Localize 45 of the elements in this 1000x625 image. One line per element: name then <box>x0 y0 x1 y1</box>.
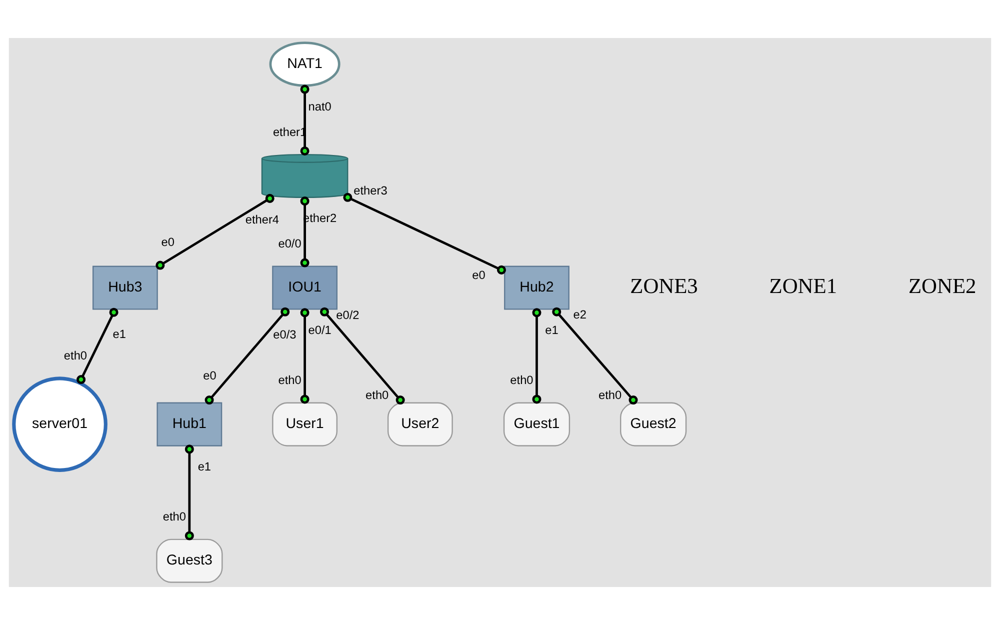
connector <box>300 308 310 404</box>
node-box: Hub2 <box>504 266 570 310</box>
node-box: Hub1 <box>156 402 222 446</box>
label: e0/0 <box>278 236 302 251</box>
label: ZONE1 <box>769 274 838 298</box>
connector <box>532 308 542 404</box>
connector <box>552 307 638 405</box>
label: e0/2 <box>336 308 360 322</box>
label: e0 <box>472 268 486 282</box>
label: eth0 <box>162 510 186 524</box>
node-box: Guest3 <box>156 538 223 583</box>
connector <box>76 308 118 384</box>
node-box: Guest2 <box>620 402 687 446</box>
node-box: IOU1 <box>272 266 338 310</box>
connector <box>156 194 274 270</box>
label: ZONE2 <box>908 274 976 298</box>
label: eth0 <box>366 388 389 402</box>
connector <box>184 444 194 540</box>
label: eth0 <box>510 373 534 388</box>
label: e0 <box>161 235 174 250</box>
node-ellipse: NAT1 <box>269 42 340 87</box>
node-box: Hub3 <box>92 266 158 310</box>
connector <box>204 307 290 405</box>
connector <box>300 84 310 156</box>
node-box: Guest1 <box>503 402 570 446</box>
label: ZONE3 <box>630 274 698 298</box>
label: e1 <box>112 327 126 342</box>
node-box: User1 <box>272 402 338 446</box>
node-box: User2 <box>387 402 453 446</box>
label: e0 <box>203 368 216 382</box>
label: e0/1 <box>308 322 332 337</box>
label: e1 <box>545 322 558 337</box>
connector <box>343 192 506 274</box>
label: e2 <box>573 308 586 322</box>
label: eth0 <box>64 348 88 363</box>
connector <box>300 196 310 268</box>
label: eth0 <box>278 373 302 388</box>
label: nat0 <box>308 99 332 114</box>
label: eth0 <box>598 388 622 402</box>
label: ether3 <box>354 184 388 198</box>
node-circle: server01 <box>12 376 108 472</box>
label: ether4 <box>245 212 280 227</box>
label: e0/3 <box>273 327 296 342</box>
label: e1 <box>198 459 212 474</box>
connector <box>320 307 405 405</box>
